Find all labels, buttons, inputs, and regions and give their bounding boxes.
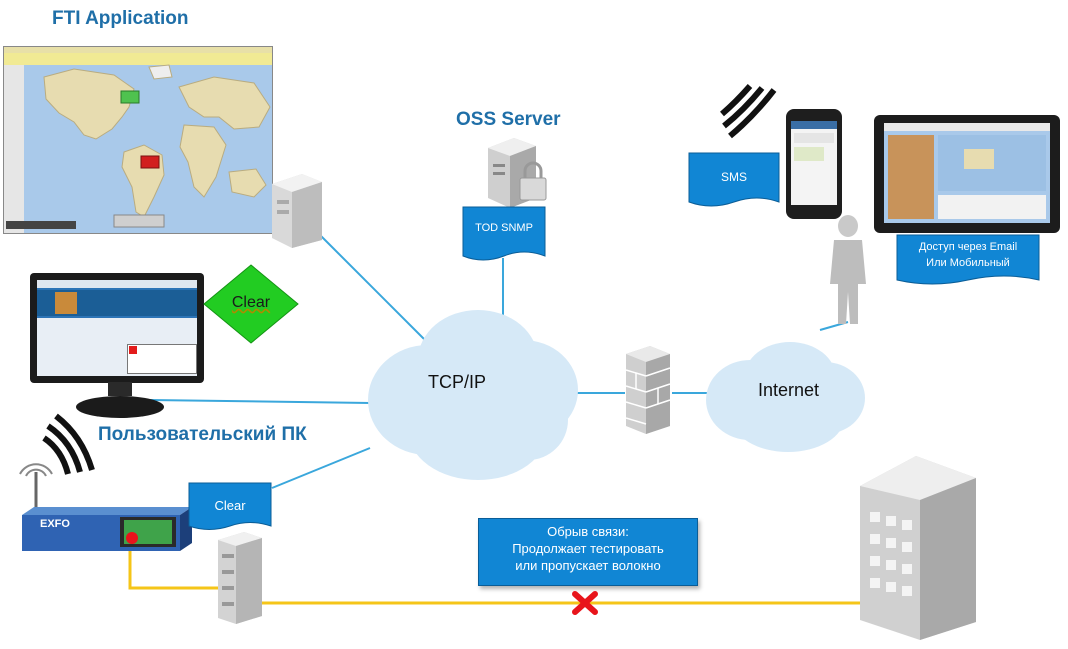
link-device-tcpip bbox=[271, 447, 371, 489]
oss-server-title: OSS Server bbox=[456, 109, 561, 130]
oss-server-icon bbox=[488, 138, 547, 208]
link-server-tcpip bbox=[317, 232, 431, 346]
fault-line2: Продолжает тестировать bbox=[512, 541, 664, 556]
fault-line3: или пропускает волокно bbox=[515, 558, 661, 573]
patch-panel-icon bbox=[218, 532, 262, 624]
fiber-local bbox=[128, 535, 222, 590]
internet-cloud bbox=[706, 342, 865, 452]
clear-flag-label: Clear bbox=[214, 498, 246, 513]
remote-building-icon bbox=[860, 456, 976, 640]
fiber-fault-box: Обрыв связи: Продолжает тестировать или … bbox=[478, 518, 698, 586]
antenna-icon bbox=[19, 463, 53, 510]
internet-label: Internet bbox=[758, 380, 820, 400]
firewall-icon bbox=[625, 346, 671, 434]
smartphone-icon bbox=[786, 109, 842, 219]
fti-application-screenshot bbox=[3, 46, 273, 234]
tod-snmp-label: TOD SNMP bbox=[475, 222, 533, 234]
exfo-test-device: EXFO bbox=[20, 505, 192, 551]
exfo-brand: EXFO bbox=[40, 518, 70, 530]
sms-flag: SMS bbox=[688, 152, 780, 208]
access-line1: Доступ через Email bbox=[918, 241, 1018, 253]
user-pc-title: Пользовательский ПК bbox=[98, 424, 307, 445]
sms-wireless-signal-icon bbox=[720, 84, 777, 139]
fault-line1: Обрыв связи: bbox=[547, 524, 629, 539]
user-pc-screen bbox=[37, 280, 197, 376]
tcpip-label: TCP/IP bbox=[428, 372, 487, 392]
fti-application-title: FTI Application bbox=[52, 8, 189, 29]
application-server-icon bbox=[272, 174, 322, 248]
clear-diamond-label: Clear bbox=[231, 294, 271, 311]
user-figure-icon bbox=[830, 215, 866, 324]
tod-snmp-flag: TOD SNMP bbox=[462, 206, 546, 262]
user-pc-monitor bbox=[30, 273, 204, 383]
tcpip-cloud bbox=[368, 310, 578, 480]
clear-flag: Clear bbox=[188, 482, 272, 532]
user-pc-stand bbox=[76, 382, 164, 418]
link-pc-tcpip bbox=[149, 399, 371, 404]
tablet-screen bbox=[884, 123, 1050, 223]
tablet-icon bbox=[874, 115, 1060, 233]
access-flag: Доступ через Email Или Мобильный bbox=[896, 234, 1040, 286]
wireless-signal-icon bbox=[42, 413, 95, 475]
clear-diamond: Clear bbox=[203, 264, 299, 344]
sms-label: SMS bbox=[720, 170, 747, 184]
access-line2: Или Мобильный bbox=[926, 257, 1010, 269]
fiber-break-x-icon bbox=[572, 591, 598, 615]
